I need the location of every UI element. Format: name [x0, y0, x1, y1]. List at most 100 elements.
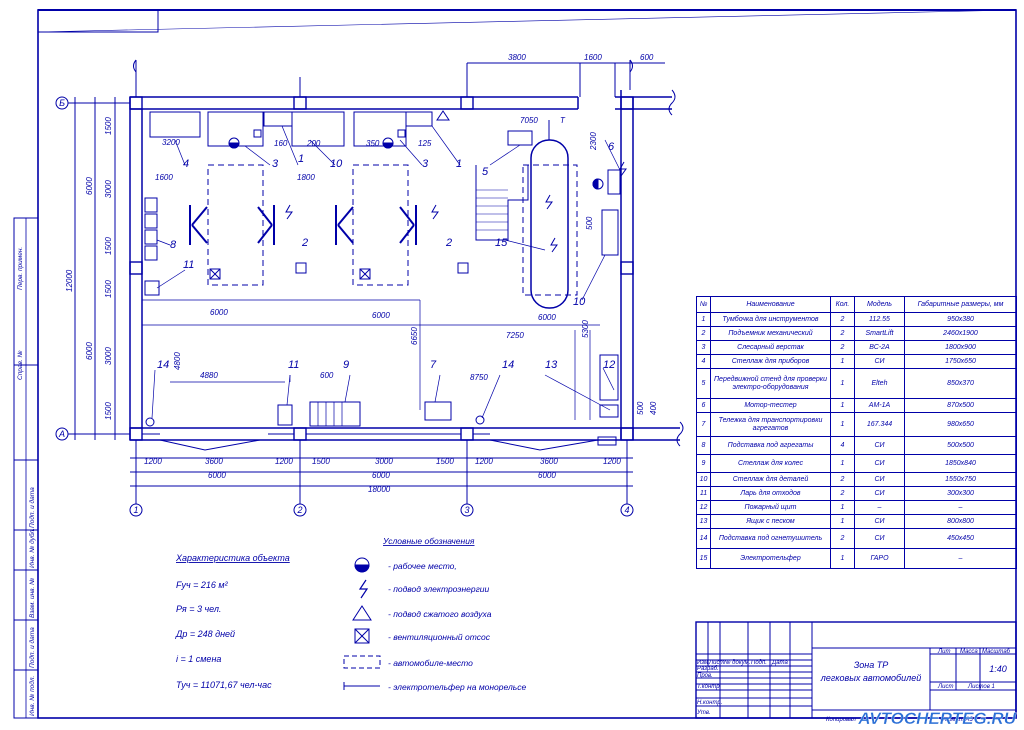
char-line-2: Др = 248 дней — [175, 629, 235, 639]
tb-row-izm: Изм — [697, 660, 708, 666]
spec-cell-size: 980х650 — [904, 412, 1017, 437]
spec-cell-model: СИ — [854, 354, 905, 369]
spec-cell-model: АМ-1А — [854, 398, 905, 413]
legend-air-icon — [352, 605, 372, 621]
stamp-1: Справ. № — [17, 350, 24, 380]
spec-cell-num: 10 — [696, 472, 711, 487]
stamp-0: Перв. примен. — [17, 247, 24, 290]
tb-row-doc: № докум. — [724, 659, 750, 666]
spec-cell-num: 8 — [696, 436, 711, 455]
dim-b2-1: 6000 — [372, 471, 390, 480]
lbl-6: 6 — [608, 141, 615, 153]
dim-500b: 500 — [636, 401, 645, 415]
lbl-14a: 14 — [157, 359, 169, 371]
spec-h-model: Модель — [854, 296, 905, 313]
spec-cell-size: 500х500 — [904, 436, 1017, 455]
lbl-2b: 2 — [445, 237, 452, 249]
dim-li-4: 3000 — [104, 347, 113, 365]
spec-cell-name: Пожарный щит — [710, 500, 831, 515]
dim-b1-8: 1200 — [603, 457, 621, 466]
spec-cell-num: 13 — [696, 514, 711, 529]
lbl-12: 12 — [603, 359, 615, 371]
spec-cell-size: 1750х650 — [904, 354, 1017, 369]
legend-vent-icon — [354, 628, 370, 644]
tb-sign-4: Н.контр. — [697, 700, 722, 706]
dim-b1-1: 3600 — [205, 457, 223, 466]
lbl-3b: 3 — [422, 158, 429, 170]
stamp-6: Инв. № подл. — [28, 675, 36, 716]
floor-plan — [129, 59, 684, 451]
spec-cell-num: 15 — [696, 548, 711, 569]
dim-7050: 7050 — [520, 116, 538, 125]
dim-1800: 1800 — [297, 173, 315, 182]
spec-cell-num: 4 — [696, 354, 711, 369]
dim-8750: 8750 — [470, 373, 488, 382]
spec-header-row: № Наименование Кол. Модель Габаритные ра… — [696, 296, 1017, 313]
lbl-2a: 2 — [301, 237, 308, 249]
dim-500a: 500 — [585, 216, 594, 230]
tb-copied: Копировал — [826, 717, 856, 723]
axis-row-b: Б — [59, 98, 65, 108]
dim-160: 160 — [274, 139, 288, 148]
tb-name-2: легковых автомобилей — [820, 673, 921, 683]
spec-cell-size: – — [904, 548, 1017, 569]
dimension-texts: 3800 1600 600 12000 6000 6000 1500 3000 … — [65, 53, 658, 494]
legend-power-icon — [358, 579, 369, 599]
spec-cell-size: 300х300 — [904, 486, 1017, 501]
spec-cell-qty: 1 — [830, 398, 855, 413]
stamp-3: Инв. № дубл. — [28, 528, 36, 568]
spec-cell-name: Электротельфер — [710, 548, 831, 569]
spec-cell-qty: 2 — [830, 340, 855, 355]
dim-1600: 1600 — [155, 173, 173, 182]
spec-cell-qty: 2 — [830, 472, 855, 487]
spec-cell-qty: 1 — [830, 500, 855, 515]
item-labels: 4 3 1 10 3 1 5 6 2 2 15 8 11 10 14 11 9 … — [157, 141, 615, 371]
lbl-10b: 10 — [573, 296, 586, 308]
dim-b1-2: 1200 — [275, 457, 293, 466]
spec-cell-qty: 1 — [830, 548, 855, 569]
spec-cell-name: Подъемник механический — [710, 326, 831, 341]
dim-b1-4: 3000 — [375, 457, 393, 466]
legend-item-4: - автомобиле-место — [388, 658, 473, 668]
spec-cell-model: Elteh — [854, 368, 905, 399]
spec-cell-model: SmartLift — [854, 326, 905, 341]
dim-4800: 4800 — [173, 352, 182, 370]
spec-cell-qty: 1 — [830, 412, 855, 437]
watermark: AVTOCHERTEG.RU — [857, 709, 1016, 725]
char-title: Характеристика объекта — [175, 553, 290, 563]
spec-cell-model: 167.344 — [854, 412, 905, 437]
legend: Условные обозначения - рабочее место, - … — [343, 536, 526, 692]
spec-cell-size: 850х370 — [904, 368, 1017, 399]
spec-cell-model: – — [854, 500, 905, 515]
dim-2300: 2300 — [589, 132, 598, 151]
lbl-5: 5 — [482, 166, 489, 178]
dim-left-6000b: 6000 — [85, 342, 94, 360]
characteristics: Характеристика объекта Fуч = 216 м² Ря =… — [175, 553, 290, 690]
dim-top-1600: 1600 — [584, 53, 602, 62]
spec-cell-name: Подставка под агрегаты — [710, 436, 831, 455]
dim-b2-0: 6000 — [208, 471, 226, 480]
spec-cell-name: Стеллаж для деталей — [710, 472, 831, 487]
dim-6650: 6650 — [410, 327, 419, 345]
spec-cell-model: СИ — [854, 486, 905, 501]
legend-item-1: - подвод электроэнергии — [388, 584, 490, 594]
spec-cell-qty: 4 — [830, 436, 855, 455]
spec-cell-name: Передвижной стенд для проверки электро-о… — [710, 368, 831, 399]
legend-workplace-icon — [354, 557, 370, 573]
tb-sign-2: Т.контр. — [697, 684, 721, 690]
spec-cell-num: 12 — [696, 500, 711, 515]
leader-lines — [142, 125, 621, 420]
axis-labels: Б А 1 2 3 4 — [58, 98, 630, 515]
dim-b1-0: 1200 — [144, 457, 162, 466]
spec-cell-num: 6 — [696, 398, 711, 413]
legend-item-2: - подвод сжатого воздуха — [388, 609, 492, 619]
spec-cell-name: Мотор-тестер — [710, 398, 831, 413]
spec-cell-name: Ящик с песком — [710, 514, 831, 529]
lbl-7: 7 — [430, 359, 437, 371]
